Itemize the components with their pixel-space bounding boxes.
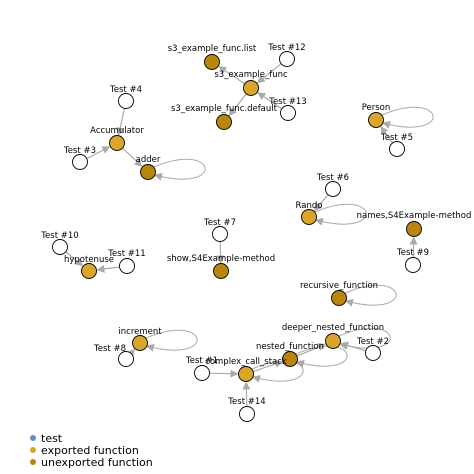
node-test12[interactable] <box>279 51 295 67</box>
edge-rando-to-rando <box>314 203 367 226</box>
node-label-test2: Test #2 <box>356 337 389 347</box>
edge-recursive-function-to-recursive-function <box>344 284 397 307</box>
node-test3[interactable] <box>72 154 88 170</box>
node-label-test11: Test #11 <box>107 249 145 259</box>
node-s3-example-func-default[interactable] <box>216 114 232 130</box>
node-label-person: Person <box>362 103 391 113</box>
node-label-rando: Rando <box>296 201 323 211</box>
node-label-recursive-function: recursive_function <box>300 281 378 291</box>
node-label-test9: Test #9 <box>396 248 429 258</box>
node-label-test3: Test #3 <box>63 146 96 156</box>
node-label-s3-example-func-default: s3_example_func.default <box>171 104 278 114</box>
legend-label-exported-function: exported function <box>41 444 139 457</box>
node-label-increment: increment <box>118 327 162 337</box>
node-test1[interactable] <box>194 365 210 381</box>
edge-test9-to-names-s4 <box>409 236 418 258</box>
edge-test3-to-accumulator <box>86 146 111 160</box>
node-test2[interactable] <box>365 345 381 361</box>
node-label-complex-call-stack: complex_call_stack <box>205 357 287 367</box>
node-label-adder: adder <box>136 155 161 165</box>
node-test6[interactable] <box>325 181 341 197</box>
node-adder[interactable] <box>140 164 156 180</box>
node-test13[interactable] <box>280 105 296 121</box>
edge-complex-call-stack-to-complex-call-stack <box>251 360 304 383</box>
legend-label-unexported-function: unexported function <box>41 456 153 469</box>
edge-deeper-nested-function-to-deeper-nested-function <box>338 327 391 350</box>
node-label-test12: Test #12 <box>267 43 305 53</box>
edge-increment-to-increment <box>145 329 198 352</box>
node-show-s4[interactable] <box>213 263 229 279</box>
node-label-test8: Test #8 <box>93 344 126 354</box>
edge-test11-to-hypotenuse <box>96 265 120 273</box>
edge-s3-example-func-to-s3-example-func-default <box>228 93 247 117</box>
node-label-s3-example-func-list: s3_example_func.list <box>168 44 257 54</box>
edge-test12-to-s3-example-func <box>256 63 282 84</box>
edge-test7-to-show-s4 <box>216 241 225 264</box>
legend-dot-test <box>30 435 36 441</box>
node-hypotenuse[interactable] <box>81 263 97 279</box>
node-recursive-function[interactable] <box>331 290 347 306</box>
node-label-test10: Test #10 <box>40 231 78 241</box>
edge-test10-to-hypotenuse <box>65 251 84 267</box>
node-s3-example-func[interactable] <box>243 80 259 96</box>
node-label-deeper-nested-function: deeper_nested_function <box>282 323 384 333</box>
node-label-test5: Test #5 <box>380 133 413 143</box>
node-test4[interactable] <box>118 93 134 109</box>
edge-s3-example-func-to-s3-example-func-list <box>218 66 246 85</box>
node-label-s3-example-func: s3_example_func <box>214 70 288 80</box>
node-label-show-s4: show,S4Example-method <box>167 254 275 264</box>
edge-test13-to-s3-example-func <box>257 92 283 110</box>
edge-test14-to-complex-call-stack <box>242 381 251 407</box>
node-increment[interactable] <box>132 335 148 351</box>
edge-complex-call-stack-to-nested-function <box>252 360 283 373</box>
node-label-test4: Test #4 <box>109 85 142 95</box>
edge-test8-to-increment <box>126 348 136 358</box>
node-label-test13: Test #13 <box>268 97 306 107</box>
node-label-nested-function: nested_function <box>256 342 324 352</box>
node-names-s4[interactable] <box>406 221 422 237</box>
node-test8[interactable] <box>118 351 134 367</box>
node-deeper-nested-function[interactable] <box>325 333 341 349</box>
node-s3-example-func-list[interactable] <box>204 54 220 70</box>
legend-dot-exported-function <box>30 447 36 453</box>
node-complex-call-stack[interactable] <box>238 366 254 382</box>
node-label-test14: Test #14 <box>227 397 265 407</box>
edge-person-to-person <box>381 106 434 129</box>
edge-accumulator-to-adder <box>122 147 143 167</box>
node-label-accumulator: Accumulator <box>90 126 144 136</box>
node-accumulator[interactable] <box>109 135 125 151</box>
node-label-test1: Test #1 <box>185 356 218 366</box>
node-nested-function[interactable] <box>282 351 298 367</box>
edge-test6-to-rando <box>313 194 329 212</box>
node-test10[interactable] <box>52 239 68 255</box>
node-label-test7: Test #7 <box>203 218 236 228</box>
edge-test4-to-accumulator <box>116 108 126 136</box>
node-label-hypotenuse: hypotenuse <box>64 255 114 265</box>
node-rando[interactable] <box>301 209 317 225</box>
nodes-layer <box>52 51 422 422</box>
edges-layer <box>65 63 434 407</box>
edge-adder-to-adder <box>153 158 206 181</box>
node-label-test6: Test #6 <box>316 173 349 183</box>
node-test5[interactable] <box>389 141 405 157</box>
node-test14[interactable] <box>239 406 255 422</box>
node-label-names-s4: names,S4Example-method <box>357 211 472 221</box>
edge-test5-to-person <box>380 126 394 144</box>
legend-dot-unexported-function <box>30 459 36 465</box>
edge-nested-function-to-deeper-nested-function <box>296 343 327 357</box>
legend-label-test: test <box>41 432 63 445</box>
edge-test1-to-complex-call-stack <box>209 369 239 378</box>
node-test11[interactable] <box>119 258 135 274</box>
node-test7[interactable] <box>212 226 228 242</box>
node-test9[interactable] <box>405 257 421 273</box>
node-person[interactable] <box>368 112 384 128</box>
labels-layer: s3_example_func.list Test #12 s3_example_f… <box>40 43 471 407</box>
edge-nested-function-to-nested-function <box>295 345 348 368</box>
